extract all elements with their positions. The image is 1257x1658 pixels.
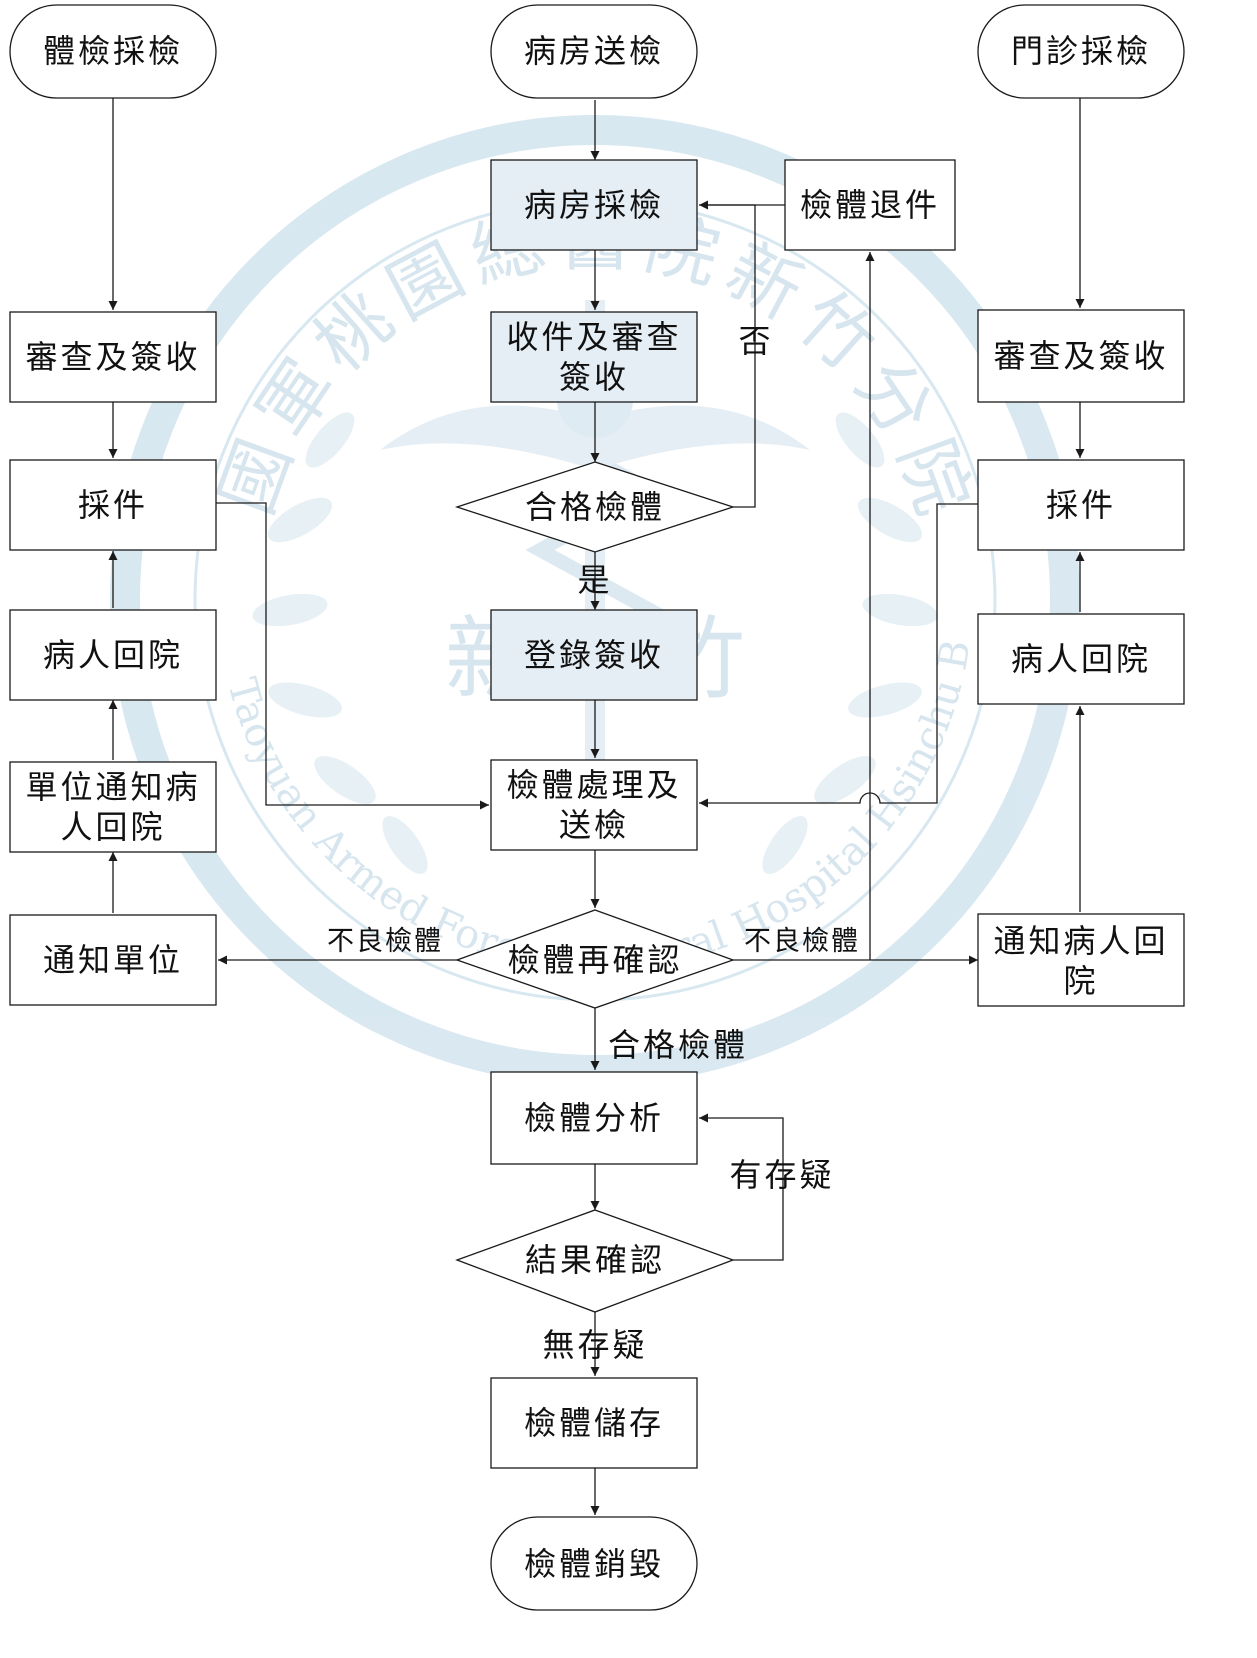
- edge-result-doubt: [699, 1113, 784, 1261]
- process-receive-review-sign-line1: 收件及審查: [506, 318, 681, 356]
- process-register-sign: [490, 609, 698, 701]
- terminator-destroy: [490, 1516, 698, 1611]
- process-right-review: [977, 309, 1185, 403]
- process-left-unit-notify-patient: [9, 761, 217, 853]
- process-left-review: [9, 311, 217, 403]
- process-ward-sampling: [490, 159, 698, 251]
- edge-label-bad-left: 不良檢體: [327, 926, 443, 957]
- watermark-laurel-left: [252, 412, 428, 874]
- edge-left-collect-to-process: [216, 502, 489, 810]
- process-right-patient-return-label: 病人回院: [1011, 640, 1151, 678]
- process-process-send: [490, 759, 698, 851]
- process-left-unit-notify-patient-line2: 人回院: [60, 808, 165, 846]
- process-analysis-label: 檢體分析: [524, 1099, 664, 1137]
- decision-reconfirm: [455, 909, 735, 1009]
- process-process-send-line2: 送檢: [559, 806, 629, 844]
- process-register-sign-label: 登錄簽收: [524, 636, 664, 674]
- terminator-start-right: [977, 4, 1185, 99]
- process-right-notify-patient-line1: 通知病人回: [993, 922, 1168, 960]
- process-storage-label: 檢體儲存: [524, 1404, 664, 1442]
- process-process-send-line1: 檢體處理及: [506, 766, 681, 804]
- edge-right-collect-to-process: [699, 503, 978, 808]
- process-receive-review-sign-line2: 簽收: [559, 358, 629, 396]
- edge-label-yes: 是: [577, 561, 612, 599]
- decision-result-confirm: [455, 1209, 735, 1313]
- edge-label-bad-right: 不良檢體: [744, 926, 860, 957]
- process-specimen-return-label: 檢體退件: [800, 186, 940, 224]
- decision-result-confirm-label: 結果確認: [525, 1241, 665, 1279]
- process-left-notify-unit-label: 通知單位: [43, 941, 183, 979]
- process-left-collect: [9, 459, 217, 551]
- nodes: 體檢採檢 病房送檢 門診採檢 檢體銷毀 病房採檢 檢體退件 收件及審查 簽收 登…: [9, 4, 1185, 1611]
- terminator-start-center-label: 病房送檢: [524, 32, 664, 70]
- process-left-patient-return: [9, 609, 217, 701]
- process-right-notify-patient: [977, 913, 1185, 1007]
- process-left-notify-unit: [9, 914, 217, 1006]
- process-right-patient-return: [977, 613, 1185, 705]
- watermark-laurel-right: [762, 412, 938, 874]
- process-right-notify-patient-line2: 院: [1063, 962, 1098, 1000]
- process-ward-sampling-label: 病房採檢: [524, 186, 664, 224]
- process-specimen-return: [784, 159, 956, 251]
- process-left-unit-notify-patient-line1: 單位通知病: [25, 768, 200, 806]
- terminator-destroy-label: 檢體銷毀: [524, 1545, 664, 1583]
- terminator-start-left-label: 體檢採檢: [43, 32, 183, 70]
- process-right-review-label: 審查及簽收: [993, 337, 1168, 375]
- edge-label-no: 否: [738, 322, 773, 360]
- process-left-review-label: 審查及簽收: [25, 338, 200, 376]
- terminator-start-left: [9, 4, 217, 99]
- edges: [108, 98, 1085, 1515]
- process-right-collect-label: 採件: [1046, 486, 1116, 524]
- terminator-start-right-label: 門診採檢: [1011, 32, 1151, 70]
- decision-qualified-specimen-label: 合格檢體: [525, 488, 665, 526]
- decision-qualified-specimen: [454, 461, 736, 553]
- process-right-collect: [977, 459, 1185, 551]
- process-analysis: [490, 1071, 698, 1165]
- edge-labels: 否 是 不良檢體 不良檢體 合格檢體 有存疑 無存疑: [327, 322, 860, 1364]
- process-left-collect-label: 採件: [78, 486, 148, 524]
- edge-label-qualified: 合格檢體: [608, 1026, 748, 1064]
- edge-label-doubt: 有存疑: [729, 1156, 834, 1194]
- terminator-start-center: [490, 4, 698, 99]
- process-storage: [490, 1377, 698, 1469]
- process-left-patient-return-label: 病人回院: [43, 636, 183, 674]
- edge-label-no-doubt: 無存疑: [542, 1326, 647, 1364]
- decision-reconfirm-label: 檢體再確認: [507, 941, 682, 979]
- process-receive-review-sign: [490, 311, 698, 403]
